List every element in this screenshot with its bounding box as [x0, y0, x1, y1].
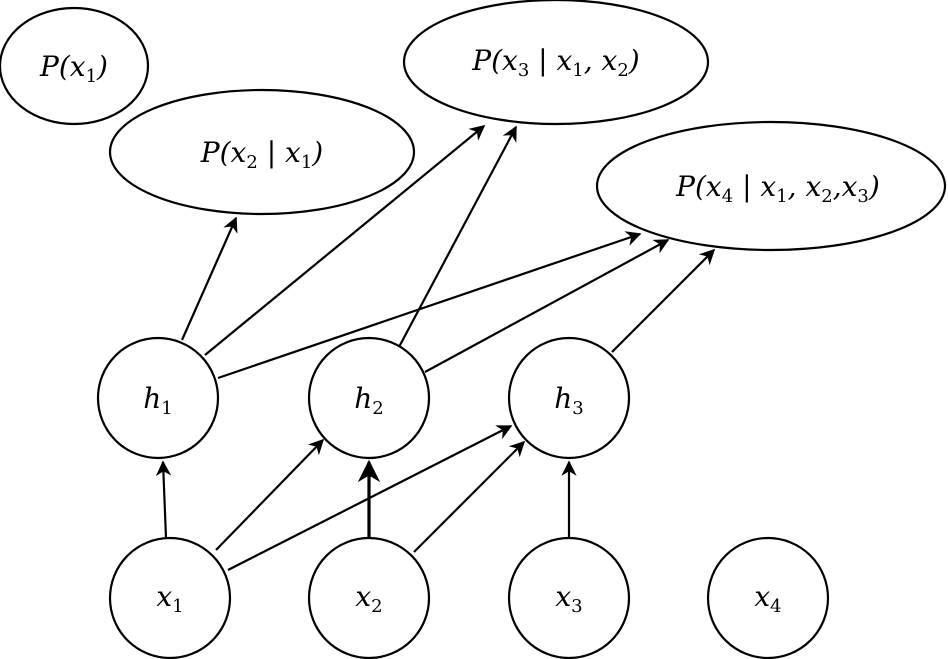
edge-h2-p3: [398, 125, 517, 348]
svg-text:h3: h3: [554, 382, 584, 419]
input-node-x1: x1: [108, 536, 232, 659]
output-p4: P(x4 | x1, x2,x3): [595, 120, 947, 252]
input-node-x2: x2: [307, 536, 431, 659]
edge-h1-p2: [180, 216, 238, 341]
hidden-node-h3: h3: [507, 336, 631, 460]
edge-h3-p4: [611, 248, 716, 353]
svg-text:P(x3 | x1, x2): P(x3 | x1, x2): [471, 44, 639, 81]
p1-rest: ): [96, 50, 108, 83]
p1-index: 1: [86, 66, 97, 87]
hidden-node-h1: h1: [96, 336, 220, 460]
edge-h1-p4: [217, 231, 642, 380]
svg-text:h2: h2: [354, 382, 384, 419]
svg-text:P(x2 | x1): P(x2 | x1): [200, 136, 323, 173]
output-p2: P(x2 | x1): [108, 88, 416, 216]
edges: [155, 125, 716, 571]
svg-text:x1: x1: [156, 580, 183, 617]
edge-x1-h1: [155, 460, 172, 539]
p1-prefix: P(x: [39, 50, 86, 83]
svg-text:x2: x2: [355, 580, 382, 617]
output-p3: P(x3 | x1, x2): [402, 0, 710, 126]
input-node-x3: x3: [507, 536, 631, 659]
svg-text:h1: h1: [143, 382, 173, 419]
svg-text:x3: x3: [555, 580, 582, 617]
edge-x2-h3: [413, 440, 526, 553]
output-p1: P(x1): [0, 6, 150, 126]
edge-h1-p3: [204, 125, 486, 356]
svg-text:P(x1): P(x1): [39, 50, 108, 87]
edge-h2-p4: [424, 239, 670, 373]
svg-text:x4: x4: [754, 580, 781, 617]
hidden-node-h2: h2: [307, 336, 431, 460]
edge-x1-h2: [215, 438, 325, 551]
input-node-x4: x4: [706, 536, 830, 659]
svg-text:P(x4 | x1, x2,x3): P(x4 | x1, x2,x3): [675, 170, 880, 207]
